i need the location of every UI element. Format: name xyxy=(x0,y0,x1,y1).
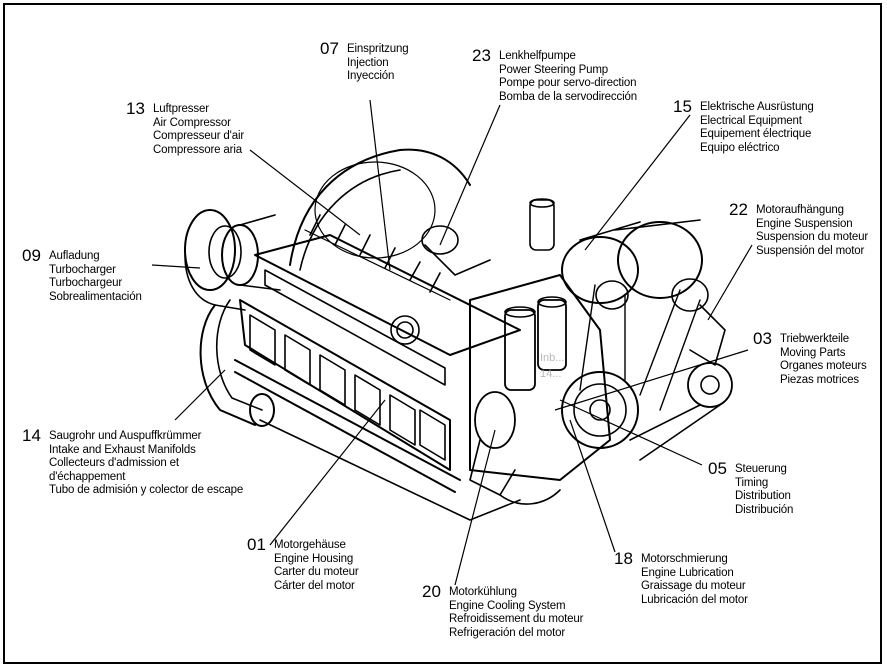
label-de: Einspritzung xyxy=(347,43,409,55)
label-fr-2: d'échappement xyxy=(49,470,126,483)
label-es: Refrigeración del motor xyxy=(449,626,566,639)
label-en: Power Steering Pump xyxy=(499,63,609,76)
callout-labels: Elektrische Ausrüstung Electrical Equipm… xyxy=(700,101,814,155)
diagram-frame xyxy=(3,3,882,664)
leader-23 xyxy=(439,104,501,246)
leader-15 xyxy=(584,114,691,251)
label-fr: Turbochargeur xyxy=(49,277,123,290)
callout-labels: Aufladung Turbocharger Turbochargeur Sob… xyxy=(49,250,142,304)
label-en: Engine Suspension xyxy=(756,217,853,230)
leader-lines xyxy=(151,99,753,586)
label-de: Triebwerkteile xyxy=(780,333,850,345)
callout-labels: Saugrohr und Auspuffkrümmer Intake and E… xyxy=(49,430,243,498)
callout-labels: Motorgehäuse Engine Housing Carter du mo… xyxy=(274,539,359,593)
engine-line-art xyxy=(184,148,733,521)
label-en: Electrical Equipment xyxy=(700,114,802,127)
label-de: Motorgehäuse xyxy=(274,539,346,551)
label-es: Piezas motrices xyxy=(780,373,859,386)
label-fr-1: Collecteurs d'admission et xyxy=(49,457,179,470)
callout-number: 20 xyxy=(422,582,441,601)
callout-number: 09 xyxy=(22,246,41,265)
label-de: Steuerung xyxy=(735,463,787,475)
label-es: Bomba de la servodirección xyxy=(499,90,638,103)
label-fr: Pompe pour servo-direction xyxy=(499,77,637,90)
label-de: Aufladung xyxy=(49,250,100,262)
callout-labels: Motorschmierung Engine Lubrication Grais… xyxy=(641,553,748,607)
label-de: Elektrische Ausrüstung xyxy=(700,101,814,113)
label-de: Motorkühlung xyxy=(449,586,517,598)
label-es: Distribución xyxy=(735,503,794,516)
leader-13 xyxy=(249,149,361,236)
callout-labels: Motoraufhängung Engine Suspension Suspen… xyxy=(756,204,868,258)
label-en: Turbocharger xyxy=(49,263,116,276)
label-fr: Equipement électrique xyxy=(700,128,812,141)
leader-09 xyxy=(151,264,201,269)
label-de: Lenkhelfpumpe xyxy=(499,50,576,62)
label-fr: Compresseur d'air xyxy=(153,130,245,143)
callout-number: 01 xyxy=(247,535,266,554)
leader-20 xyxy=(454,429,496,586)
watermark-line-2: 14... xyxy=(540,368,562,380)
callout-number: 14 xyxy=(22,426,41,445)
label-de: Motoraufhängung xyxy=(756,204,844,216)
label-it: Compressore aria xyxy=(153,143,242,156)
callout-labels: Luftpresser Air Compressor Compresseur d… xyxy=(153,103,244,157)
label-fr: Organes moteurs xyxy=(780,360,867,373)
callout-labels: Einspritzung Injection Inyección xyxy=(347,43,409,84)
label-es: Cárter del motor xyxy=(274,579,355,592)
callout-number: 13 xyxy=(126,99,145,118)
label-en: Engine Cooling System xyxy=(449,599,566,612)
label-de: Motorschmierung xyxy=(641,553,728,565)
callout-labels: Motorkühlung Engine Cooling System Refro… xyxy=(449,586,583,640)
leader-01 xyxy=(269,399,386,546)
callout-number: 22 xyxy=(729,200,748,219)
callout-labels: Steuerung Timing Distribution Distribuci… xyxy=(735,463,793,517)
label-en: Timing xyxy=(735,476,769,489)
label-en: Moving Parts xyxy=(780,346,846,359)
label-en: Air Compressor xyxy=(153,116,231,129)
label-fr: Refroidissement du moteur xyxy=(449,613,584,626)
callout-number: 03 xyxy=(753,329,772,348)
label-de: Saugrohr und Auspuffkrümmer xyxy=(49,430,202,442)
leader-14 xyxy=(174,369,226,421)
label-en: Engine Housing xyxy=(274,552,354,565)
callout-number: 18 xyxy=(614,549,633,568)
label-fr: Distribution xyxy=(735,490,791,503)
label-en: Engine Lubrication xyxy=(641,566,734,579)
leader-07 xyxy=(369,99,391,271)
label-fr: Suspension du moteur xyxy=(756,231,869,244)
label-es: Suspensión del motor xyxy=(756,244,865,257)
label-en: Injection xyxy=(347,56,389,69)
label-es: Sobrealimentación xyxy=(49,290,142,303)
leader-05 xyxy=(559,399,703,466)
label-de: Luftpresser xyxy=(153,103,209,115)
label-es: Lubricación del motor xyxy=(641,593,748,606)
callout-labels: Lenkhelfpumpe Power Steering Pump Pompe … xyxy=(499,50,637,104)
leader-03 xyxy=(554,349,749,411)
label-es: Inyección xyxy=(347,70,395,83)
label-es: Equipo eléctrico xyxy=(700,141,780,154)
label-fr: Graissage du moteur xyxy=(641,580,746,593)
label-es: Tubo de admisión y colector de escape xyxy=(49,484,244,497)
callout-labels: Triebwerkteile Moving Parts Organes mote… xyxy=(780,333,867,387)
callout-number: 23 xyxy=(472,46,491,65)
callout-number: 07 xyxy=(320,39,339,58)
callout-number: 05 xyxy=(708,459,727,478)
leader-22 xyxy=(707,244,753,321)
callout-number: 15 xyxy=(673,97,692,116)
watermark-line-1: Inb... xyxy=(540,352,565,364)
leader-18 xyxy=(569,419,616,553)
label-fr: Carter du moteur xyxy=(274,566,359,579)
label-en: Intake and Exhaust Manifolds xyxy=(49,443,196,456)
